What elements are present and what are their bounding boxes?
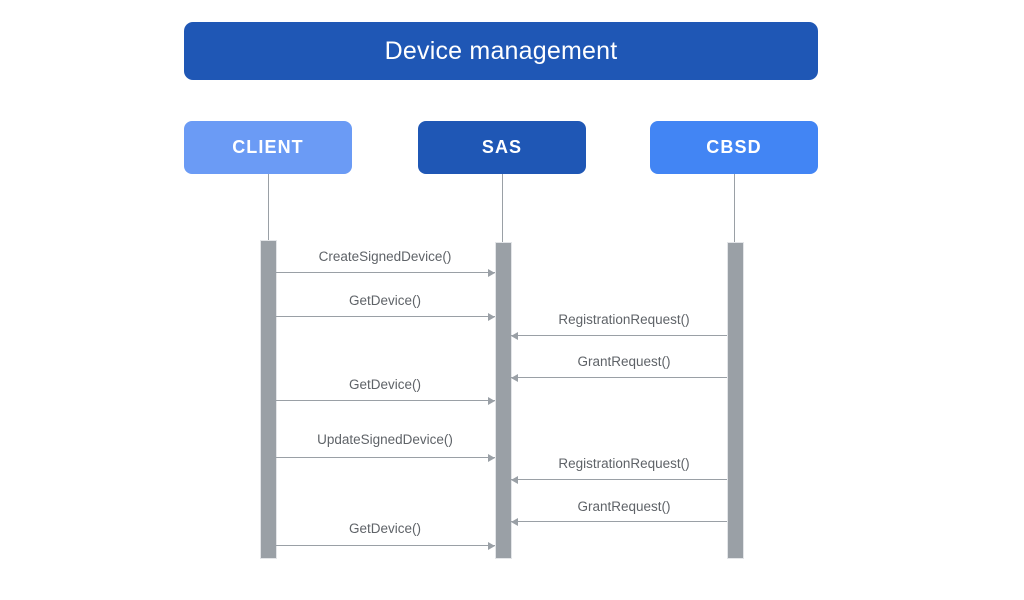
- actor-label-cbsd: CBSD: [706, 137, 762, 157]
- message-label: GetDevice(): [348, 293, 422, 308]
- actor-label-client: CLIENT: [232, 137, 304, 157]
- message-arrowhead-right: [488, 396, 495, 405]
- lifeline-client: [268, 174, 269, 240]
- activation-bar-client: [260, 240, 277, 559]
- message-arrowhead-left: [511, 475, 518, 484]
- lifeline-sas: [502, 174, 503, 242]
- message-line: [276, 457, 495, 458]
- actor-label-sas: SAS: [481, 137, 523, 157]
- message-line: [276, 316, 495, 317]
- message-arrowhead-right: [488, 541, 495, 550]
- actor-header-sas: SAS: [418, 121, 586, 174]
- message-label: UpdateSignedDevice(): [317, 432, 453, 447]
- message-label: GrantRequest(): [577, 354, 671, 369]
- diagram-title-bar: Device management: [184, 22, 818, 80]
- message-arrowhead-right: [488, 268, 495, 277]
- message-label: RegistrationRequest(): [558, 456, 690, 471]
- message-line: [511, 377, 727, 378]
- message-arrowhead-left: [511, 517, 518, 526]
- message-label: GetDevice(): [348, 521, 422, 536]
- message-label: GetDevice(): [348, 377, 422, 392]
- message-arrowhead-right: [488, 312, 495, 321]
- message-line: [276, 272, 495, 273]
- message-arrowhead-right: [488, 453, 495, 462]
- message-line: [276, 545, 495, 546]
- diagram-title: Device management: [384, 36, 618, 65]
- lifeline-cbsd: [734, 174, 735, 242]
- message-label: GrantRequest(): [577, 499, 671, 514]
- message-line: [511, 335, 727, 336]
- message-line: [511, 521, 727, 522]
- message-arrowhead-left: [511, 373, 518, 382]
- message-line: [511, 479, 727, 480]
- actor-header-client: CLIENT: [184, 121, 352, 174]
- message-line: [276, 400, 495, 401]
- activation-bar-sas: [495, 242, 512, 559]
- actor-header-cbsd: CBSD: [650, 121, 818, 174]
- activation-bar-cbsd: [727, 242, 744, 559]
- message-arrowhead-left: [511, 331, 518, 340]
- message-label: CreateSignedDevice(): [318, 249, 452, 264]
- message-label: RegistrationRequest(): [558, 312, 690, 327]
